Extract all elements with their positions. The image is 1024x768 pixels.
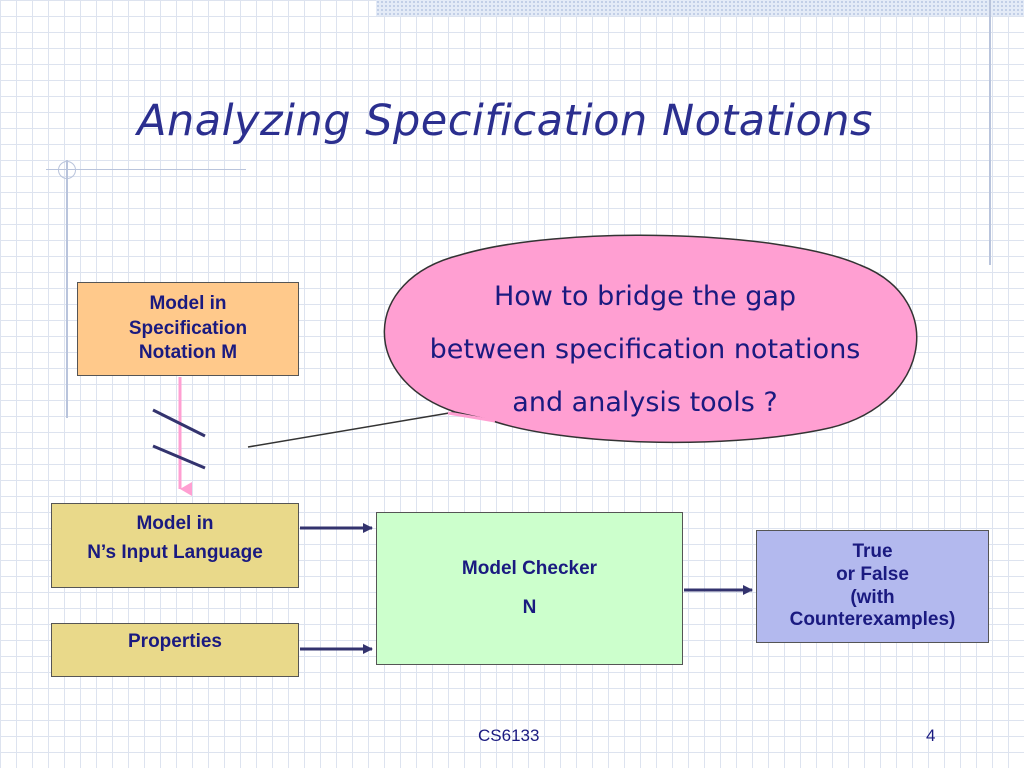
callout-line: How to bridge the gap (493, 281, 797, 312)
box-label: Properties (128, 631, 222, 652)
box-label: or False (836, 563, 909, 585)
spec-model-box: Model in Specification Notation M (77, 282, 299, 376)
page-number: 4 (926, 726, 936, 745)
break-mark-upper (152, 408, 206, 438)
box-label: True (852, 540, 893, 562)
box-label: N (522, 596, 537, 618)
box-label: Model Checker (461, 557, 598, 579)
title-underline (46, 169, 246, 170)
callout-line: between specification notations (429, 334, 861, 365)
box-label: Specification (128, 317, 248, 339)
callout-text: How to bridge the gap between specificat… (380, 270, 910, 429)
left-decorative-line (66, 160, 68, 418)
slide-title: Analyzing Specification Notations (137, 96, 873, 146)
decorative-ring (58, 161, 76, 179)
properties-box: Properties (51, 623, 299, 677)
callout-line: and analysis tools ? (512, 387, 778, 418)
model-checker-box: Model Checker N (376, 512, 683, 665)
callout-bubble (247, 234, 918, 448)
box-label: Notation M (138, 342, 238, 364)
input-model-box: Model in N’s Input Language (51, 503, 299, 588)
box-label: Counterexamples) (789, 609, 956, 631)
top-decorative-band (376, 0, 1024, 16)
slide-footer: CS6133 (478, 726, 540, 745)
box-label: Model in (149, 292, 227, 314)
result-box: True or False (with Counterexamples) (756, 530, 989, 643)
box-label: N’s Input Language (87, 541, 263, 563)
box-label: Model in (136, 513, 214, 534)
right-decorative-line (989, 0, 991, 265)
break-mark-lower (152, 444, 206, 470)
box-label: (with (850, 586, 895, 608)
